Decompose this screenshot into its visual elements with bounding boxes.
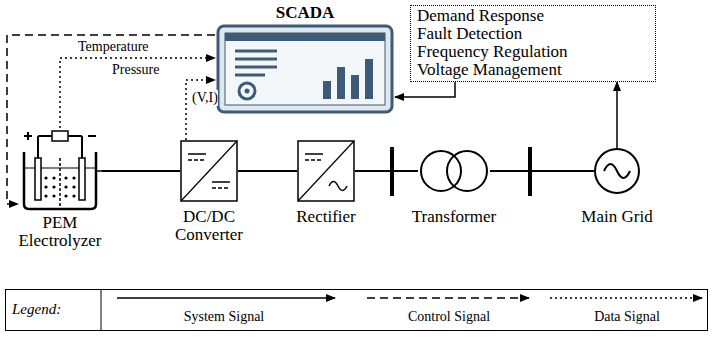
- service-item: Fault Detection: [417, 25, 649, 43]
- signal-label: (V,I): [192, 90, 218, 106]
- converter-box-drawing: [180, 140, 238, 202]
- power-line: [490, 170, 594, 172]
- legend-line-sample: [117, 297, 335, 299]
- component-label: PEM Electrolyzer: [8, 214, 112, 250]
- rectifier-box-drawing: [297, 140, 355, 202]
- scada-monitor-drawing: [215, 23, 395, 115]
- legend-title: Legend:: [12, 301, 61, 317]
- grid-source-drawing: [594, 148, 640, 194]
- rectifier-box: Rectifier: [297, 140, 355, 202]
- electrolyzer-icon: PEM Electrolyzer: [18, 128, 102, 212]
- transformer-symbol: Transformer: [418, 149, 490, 193]
- legend-text: Control Signal: [408, 309, 490, 325]
- power-line: [355, 170, 418, 172]
- component-label: Rectifier: [274, 208, 378, 226]
- grid-source: Main Grid: [594, 148, 640, 194]
- signal-line: [395, 82, 455, 97]
- converter-box: DC/DC Converter: [180, 140, 238, 202]
- component-label: Main Grid: [565, 208, 669, 226]
- signal-label: Pressure: [112, 62, 159, 78]
- signal-label: Temperature: [78, 39, 149, 55]
- legend-text: Data Signal: [594, 309, 660, 325]
- system-title: SCADA: [215, 3, 395, 23]
- legend-line-sample: [367, 297, 529, 299]
- legend-text: System Signal: [184, 309, 265, 325]
- component-label: Transformer: [402, 208, 506, 226]
- component-label: DC/DC Converter: [157, 208, 261, 244]
- service-list-box: Demand ResponseFault DetectionFrequency …: [410, 5, 656, 82]
- signal-line: [616, 82, 618, 148]
- scada-monitor: SCADA: [215, 3, 395, 115]
- service-item: Voltage Management: [417, 61, 649, 79]
- power-line: [238, 170, 297, 172]
- legend-box: System Signal Control Signal Data Signal: [5, 289, 708, 331]
- signal-line: [186, 80, 215, 140]
- legend-line-sample: [550, 297, 702, 299]
- electrolyzer-icon-drawing: [18, 128, 102, 212]
- service-item: Demand Response: [417, 7, 649, 25]
- service-item: Frequency Regulation: [417, 43, 649, 61]
- transformer-symbol-drawing: [418, 149, 490, 193]
- power-line: [102, 170, 180, 172]
